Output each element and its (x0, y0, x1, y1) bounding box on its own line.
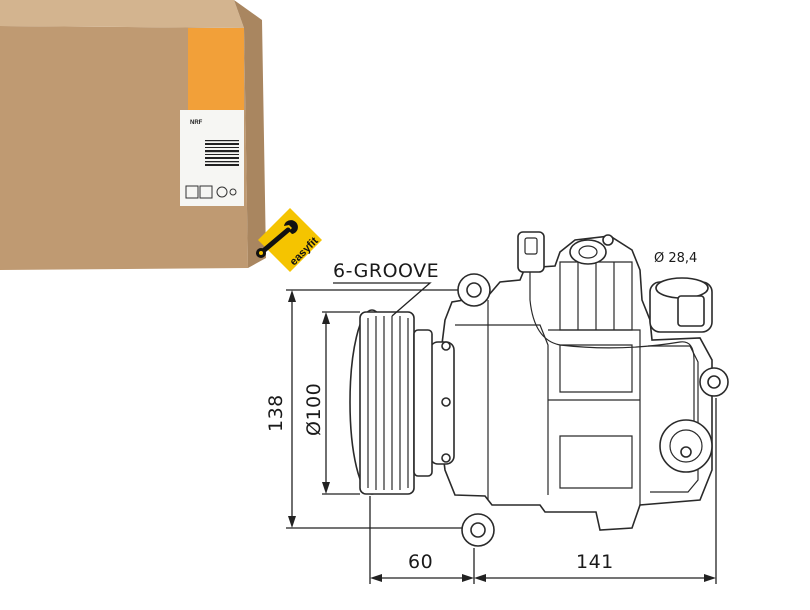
compressor-rib-upper (559, 344, 633, 393)
easyfit-badge-diamond (258, 208, 322, 272)
packaging-box: NRF (0, 0, 266, 270)
mount-ear-rear-hole (707, 375, 721, 389)
length-label: 141 (576, 551, 614, 573)
compressor-drawing (349, 231, 729, 547)
clutch-bolt-2 (441, 397, 451, 407)
suction-port (569, 239, 607, 265)
pulley-diameter-arrow-bottom (322, 482, 330, 494)
suction-port-bolt (602, 234, 614, 246)
barcode-icon (205, 140, 239, 166)
mount-ear-bottom-hole (470, 522, 486, 538)
box-front-face (0, 26, 248, 270)
compressor-top-ribs (577, 262, 615, 330)
height-label: 138 (265, 394, 287, 432)
groove-label: 6-GROOVE (333, 260, 439, 282)
box-brand-logo: NRF (190, 120, 203, 126)
compressor-rib-lower (559, 435, 633, 489)
mount-ear-top-hole (466, 282, 482, 298)
certification-marks-icon (185, 185, 237, 199)
compressor-top-housing (559, 261, 633, 331)
port-diameter-label: Ø 28,4 (654, 251, 697, 266)
dimension-annotations: 6-GROOVE Ø 28,4 138 Ø100 60 141 (265, 251, 717, 584)
offset-arrow-left (370, 574, 382, 582)
connector-wire (529, 272, 695, 430)
length-arrow-right (704, 574, 716, 582)
clutch-bolt-3 (441, 453, 451, 463)
discharge-port-opening (655, 277, 709, 299)
suction-port-inner (578, 245, 598, 259)
pulley-diameter-label: Ø100 (303, 383, 325, 436)
wrench-icon (256, 220, 298, 258)
compressor-housing-ring (455, 324, 549, 495)
pulley-diameter-arrow-top (322, 312, 330, 324)
height-arrow-top (288, 290, 296, 302)
clutch-bolt-1 (441, 341, 451, 351)
pressure-sensor (659, 419, 713, 473)
offset-label: 60 (408, 551, 433, 573)
electrical-connector-pin (524, 237, 538, 255)
pulley-grooves (367, 316, 409, 490)
height-arrow-bottom (288, 516, 296, 528)
offset-arrow-right (462, 574, 474, 582)
discharge-port-clip (677, 295, 705, 327)
easyfit-badge: easyfit (256, 208, 322, 272)
pressure-sensor-inner (669, 429, 703, 463)
box-label-orange (188, 28, 244, 112)
pulley-back-plate (413, 329, 433, 477)
groove-leader (333, 282, 432, 317)
length-arrow-left (474, 574, 486, 582)
pressure-sensor-core (680, 446, 692, 458)
compressor-rear-flange (648, 345, 699, 493)
box-top-face (0, 0, 244, 28)
box-side-face (234, 0, 266, 268)
